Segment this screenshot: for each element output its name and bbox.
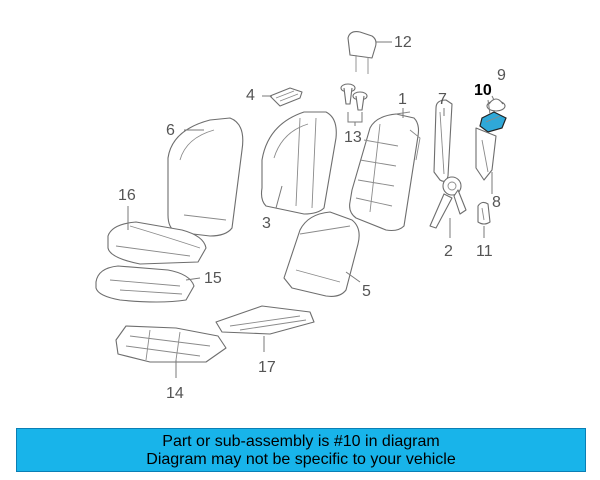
- part-16-cushion-cover: [107, 221, 207, 265]
- part-11-clip: [477, 201, 491, 225]
- part-6-back-cover: [167, 117, 244, 237]
- part-14-seat-frame: [115, 325, 227, 363]
- part-15-cushion-pad: [95, 265, 195, 303]
- callout-1: 1: [398, 91, 407, 108]
- callout-14: 14: [166, 385, 184, 402]
- part-8-side-panel: [475, 127, 497, 181]
- leader-lines: [127, 41, 495, 378]
- part-9-knob: [486, 98, 506, 112]
- callout-9: 9: [497, 67, 506, 84]
- part-1-back-frame: [349, 111, 421, 232]
- callout-16: 16: [118, 187, 136, 204]
- callout-6: 6: [166, 122, 175, 139]
- part-7-side-trim: [433, 99, 453, 182]
- part-3-back-pad: [260, 111, 337, 215]
- callout-10: 10: [474, 82, 492, 99]
- banner-line-1: Part or sub-assembly is #10 in diagram: [162, 433, 440, 450]
- callout-3: 3: [262, 215, 271, 232]
- part-2-recliner: [429, 176, 467, 229]
- seat-parts-diagram: 12 4 13 6 3 1 7 9 10 8 2 11 16 5 15 17 1…: [95, 31, 507, 402]
- callout-8: 8: [492, 194, 501, 211]
- info-banner: Part or sub-assembly is #10 in diagram D…: [16, 428, 586, 472]
- callout-12: 12: [394, 34, 412, 51]
- callout-4: 4: [246, 87, 255, 104]
- callout-17: 17: [258, 359, 276, 376]
- callout-7: 7: [438, 91, 447, 108]
- part-4-bracket: [269, 87, 303, 107]
- banner-line-2: Diagram may not be specific to your vehi…: [146, 451, 456, 468]
- callout-2: 2: [444, 243, 453, 260]
- callout-11: 11: [476, 243, 493, 260]
- callout-5: 5: [362, 283, 371, 300]
- part-5-back-panel: [283, 211, 360, 297]
- part-17-seat-pan: [215, 305, 315, 335]
- part-10-switch[interactable]: [479, 111, 507, 133]
- callout-labels: 12 4 13 6 3 1 7 9 10 8 2 11 16 5 15 17 1…: [118, 34, 506, 402]
- part-12-headrest: [347, 31, 377, 74]
- callout-15: 15: [204, 270, 222, 287]
- part-13-guides: [340, 83, 368, 111]
- callout-13: 13: [344, 129, 362, 146]
